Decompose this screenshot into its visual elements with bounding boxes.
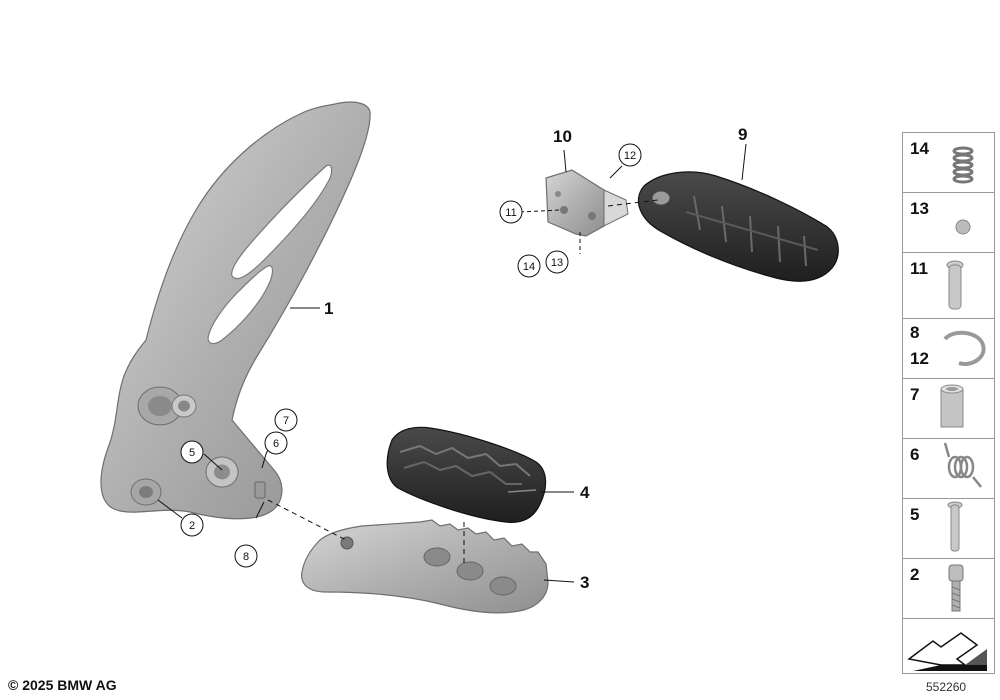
svg-text:5: 5	[189, 447, 195, 459]
small-bracket	[545, 169, 629, 237]
svg-text:13: 13	[551, 257, 563, 269]
spring-icon	[952, 146, 974, 184]
circle-callout-11: 11	[499, 200, 523, 224]
svg-text:6: 6	[273, 438, 279, 450]
circle-callout-7: 7	[274, 408, 298, 432]
legend-number: 14	[910, 139, 929, 158]
callout-4: 4	[580, 483, 590, 502]
legend-number: 7	[910, 385, 920, 404]
callout-10: 10	[553, 127, 572, 146]
legend-row-8-12: 8 12	[903, 319, 994, 379]
svg-text:2: 2	[189, 520, 195, 532]
torsion-spring-icon	[943, 442, 982, 488]
callout-9: 9	[738, 125, 747, 144]
passenger-footrest	[637, 171, 839, 282]
circle-callout-6: 6	[264, 431, 288, 455]
bolt-pin-icon	[947, 501, 963, 552]
legend-row-2: 2	[903, 559, 994, 619]
svg-text:11: 11	[505, 207, 516, 219]
legend-row-14: 14	[903, 133, 994, 193]
legend-number: 2	[910, 565, 920, 584]
legend-number: 6	[910, 445, 920, 464]
footplate-toothed	[301, 519, 549, 614]
legend-row-7: 7	[903, 379, 994, 439]
socket-screw-icon	[948, 564, 964, 612]
svg-text:14: 14	[523, 261, 535, 273]
perspective-arrow-icon	[907, 632, 987, 671]
callout-1: 1	[324, 299, 333, 318]
svg-text:12: 12	[624, 150, 636, 162]
bushing-icon	[940, 384, 964, 428]
legend-number: 8	[910, 323, 920, 342]
leader-lines	[157, 143, 747, 583]
circle-callout-8: 8	[234, 544, 258, 568]
diagram-id: 552260	[926, 680, 967, 694]
circle-callout-13: 13	[545, 250, 569, 274]
ball-icon	[955, 219, 971, 235]
circlip-icon	[943, 330, 986, 366]
svg-text:7: 7	[283, 415, 289, 427]
circle-callout-5: 5	[180, 440, 204, 464]
legend-row-13: 13	[903, 193, 994, 253]
footrest-bracket	[100, 101, 371, 520]
legend-row-11: 11	[903, 253, 994, 319]
circle-callout-14: 14	[517, 254, 541, 278]
legend-number: 12	[910, 349, 929, 368]
legend-row-6: 6	[903, 439, 994, 499]
rubber-pad	[386, 426, 547, 523]
legend-row-arrow	[903, 619, 994, 673]
legend-row-5: 5	[903, 499, 994, 559]
circle-callout-2: 2	[180, 513, 204, 537]
legend-number: 5	[910, 505, 920, 524]
legend-number: 11	[910, 259, 928, 278]
callout-3: 3	[580, 573, 589, 592]
legend-number: 13	[910, 199, 929, 218]
pin-icon	[946, 260, 964, 310]
circle-callout-12: 12	[618, 143, 642, 167]
parts-legend: 14 13 11 8 12 7	[902, 132, 995, 674]
copyright-text: © 2025 BMW AG	[8, 677, 117, 693]
svg-text:8: 8	[243, 551, 249, 563]
